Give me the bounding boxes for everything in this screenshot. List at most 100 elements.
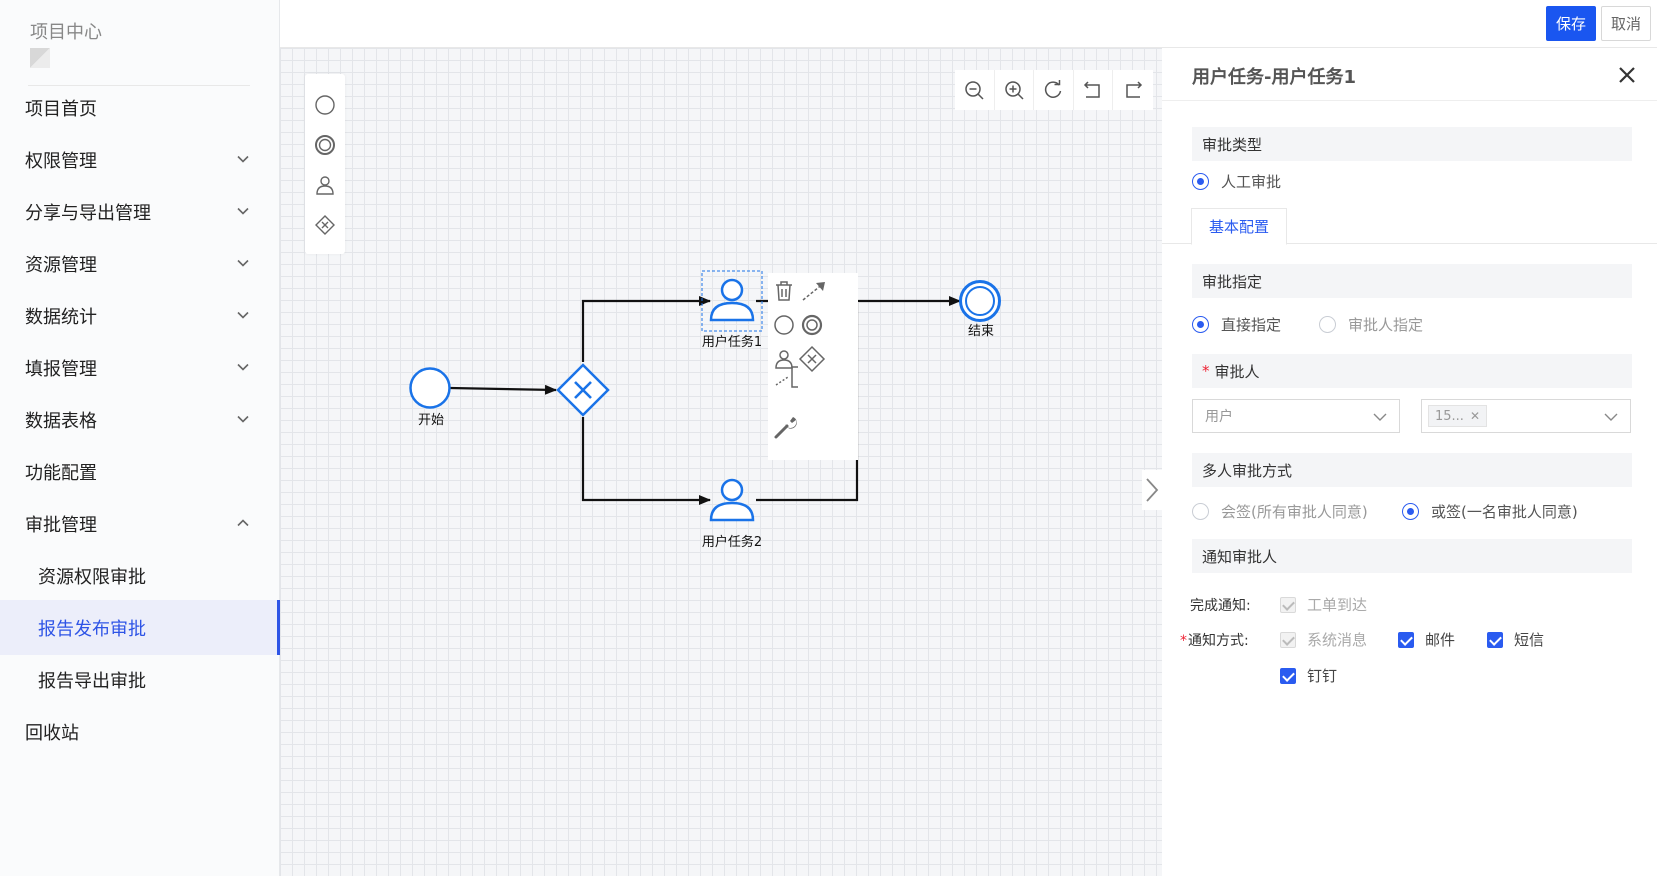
- sidebar-item-permissions[interactable]: 权限管理: [0, 132, 280, 187]
- context-pad: [768, 273, 858, 460]
- start-event[interactable]: 开始: [409, 367, 451, 429]
- cancel-button[interactable]: 取消: [1601, 6, 1651, 41]
- checkbox-label: 钉钉: [1307, 667, 1338, 685]
- radio-or-sign[interactable]: 或签(一名审批人同意): [1402, 501, 1578, 522]
- sidebar-item-label: 回收站: [25, 722, 79, 744]
- flow-gateway-task2[interactable]: [581, 417, 711, 505]
- tab-basic-config[interactable]: 基本配置: [1191, 208, 1287, 245]
- delete-icon[interactable]: [772, 279, 796, 303]
- change-type-icon[interactable]: [772, 413, 800, 441]
- radio-approver-assign[interactable]: 审批人指定: [1319, 314, 1423, 335]
- redo-button[interactable]: [1113, 70, 1153, 110]
- checkbox-email[interactable]: 邮件: [1398, 629, 1455, 650]
- user-task-icon[interactable]: [314, 174, 336, 196]
- sidebar-item-fill-report[interactable]: 填报管理: [0, 340, 280, 395]
- reset-view-button[interactable]: [1034, 70, 1074, 110]
- exclusive-gateway[interactable]: [556, 363, 610, 417]
- end-event[interactable]: 结束: [959, 280, 1001, 340]
- sidebar-item-resource-permission-approval[interactable]: 资源权限审批: [0, 548, 280, 603]
- close-icon[interactable]: [1614, 62, 1640, 88]
- sidebar-item-home[interactable]: 项目首页: [0, 80, 280, 135]
- checkbox-box: [1280, 596, 1296, 613]
- sidebar-item-label: 数据表格: [25, 410, 97, 432]
- sidebar-divider: [28, 85, 250, 86]
- sidebar-item-data-tables[interactable]: 数据表格: [0, 392, 280, 447]
- sidebar-item-report-publish-approval[interactable]: 报告发布审批: [0, 600, 280, 655]
- append-end-event-icon[interactable]: [800, 313, 824, 337]
- chevron-up-icon: [237, 519, 249, 527]
- append-gateway-icon[interactable]: [798, 345, 826, 373]
- section-notify-approver: 通知审批人: [1192, 539, 1632, 573]
- checkbox-dingtalk[interactable]: 钉钉: [1280, 665, 1337, 686]
- connect-icon[interactable]: [800, 279, 828, 303]
- flow-start-gateway[interactable]: [449, 384, 557, 395]
- section-title: 审批类型: [1202, 135, 1263, 154]
- notify-method-label: *通知方式:: [1180, 630, 1249, 650]
- checkbox-box: [1398, 631, 1414, 648]
- panel-title: 用户任务-用户任务1: [1192, 67, 1356, 88]
- sidebar-item-resources[interactable]: 资源管理: [0, 236, 280, 291]
- panel-tabs: 基本配置: [1162, 208, 1657, 245]
- append-user-task-icon[interactable]: [772, 347, 796, 371]
- zoom-in-button[interactable]: [995, 70, 1035, 110]
- user-task-1[interactable]: 用户任务1: [701, 270, 763, 350]
- sidebar-item-report-export-approval[interactable]: 报告导出审批: [0, 652, 280, 707]
- sidebar-item-label: 资源管理: [25, 254, 97, 276]
- chevron-down-icon: [237, 207, 249, 215]
- sidebar-item-features[interactable]: 功能配置: [0, 444, 280, 499]
- chevron-down-icon: [237, 311, 249, 319]
- sidebar-item-approval[interactable]: 审批管理: [0, 496, 280, 551]
- undo-button[interactable]: [1074, 70, 1114, 110]
- chevron-down-icon: [237, 155, 249, 163]
- bpmn-canvas[interactable]: [280, 48, 1162, 876]
- user-task-2[interactable]: 用户任务2: [702, 478, 762, 550]
- radio-countersign[interactable]: 会签(所有审批人同意): [1192, 501, 1368, 522]
- flow-gateway-task1[interactable]: [581, 296, 711, 362]
- sidebar-item-label: 填报管理: [25, 358, 97, 380]
- tag-close-icon[interactable]: ✕: [1469, 409, 1481, 423]
- start-event-label: 开始: [418, 413, 444, 428]
- exclusive-gateway-icon[interactable]: [314, 214, 336, 236]
- radio-direct-assign[interactable]: 直接指定: [1192, 314, 1281, 335]
- panel-collapse-handle[interactable]: [1142, 470, 1162, 510]
- approver-user-select[interactable]: 15... ✕: [1421, 399, 1631, 433]
- sidebar-item-label: 数据统计: [25, 306, 97, 328]
- section-approval-type: 审批类型: [1192, 127, 1632, 161]
- checkbox-box: [1280, 631, 1296, 648]
- save-button[interactable]: 保存: [1546, 6, 1596, 41]
- chevron-down-icon: [237, 363, 249, 371]
- section-title: 多人审批方式: [1202, 461, 1293, 480]
- start-event-icon[interactable]: [314, 94, 336, 116]
- checkbox-ticket-arrival[interactable]: 工单到达: [1280, 594, 1367, 615]
- undo-icon: [1084, 81, 1100, 98]
- radio-manual-approval[interactable]: 人工审批: [1192, 171, 1281, 192]
- redo-icon: [1126, 81, 1143, 98]
- radio-label: 直接指定: [1221, 316, 1282, 334]
- radio-label: 会签(所有审批人同意): [1221, 503, 1368, 521]
- zoom-out-button[interactable]: [955, 70, 995, 110]
- sidebar-item-statistics[interactable]: 数据统计: [0, 288, 280, 343]
- checkbox-sms[interactable]: 短信: [1487, 629, 1544, 650]
- select-value: 用户: [1205, 409, 1233, 425]
- properties-panel: 用户任务-用户任务1 审批类型 人工审批 基本配置 审批指定 直接指定 审批人指…: [1162, 48, 1657, 876]
- checkbox-label: 短信: [1514, 631, 1545, 649]
- section-title: 通知审批人: [1202, 547, 1278, 566]
- radio-dot: [1192, 503, 1209, 520]
- checkbox-system-message[interactable]: 系统消息: [1280, 629, 1367, 650]
- sidebar-item-share-export[interactable]: 分享与导出管理: [0, 184, 280, 239]
- append-start-event-icon[interactable]: [772, 313, 796, 337]
- required-mark: *: [1202, 362, 1210, 380]
- sidebar-item-label: 审批管理: [25, 514, 97, 536]
- approver-type-select[interactable]: 用户: [1192, 399, 1400, 433]
- sidebar-item-recycle-bin[interactable]: 回收站: [0, 704, 280, 759]
- radio-dot: [1402, 503, 1419, 520]
- project-title: 项目中心: [30, 22, 102, 43]
- sidebar: 项目中心 项目首页 权限管理 分享与导出管理 资源管理 数据统计 填报管理 数据…: [0, 0, 280, 876]
- radio-dot: [1192, 316, 1209, 333]
- radio-dot: [1319, 316, 1336, 333]
- zoom-toolbar: [955, 70, 1153, 110]
- text-annotation-icon[interactable]: [774, 359, 804, 389]
- end-event-icon[interactable]: [314, 134, 336, 156]
- radio-dot: [1192, 173, 1209, 190]
- tag-label: 15...: [1435, 408, 1464, 424]
